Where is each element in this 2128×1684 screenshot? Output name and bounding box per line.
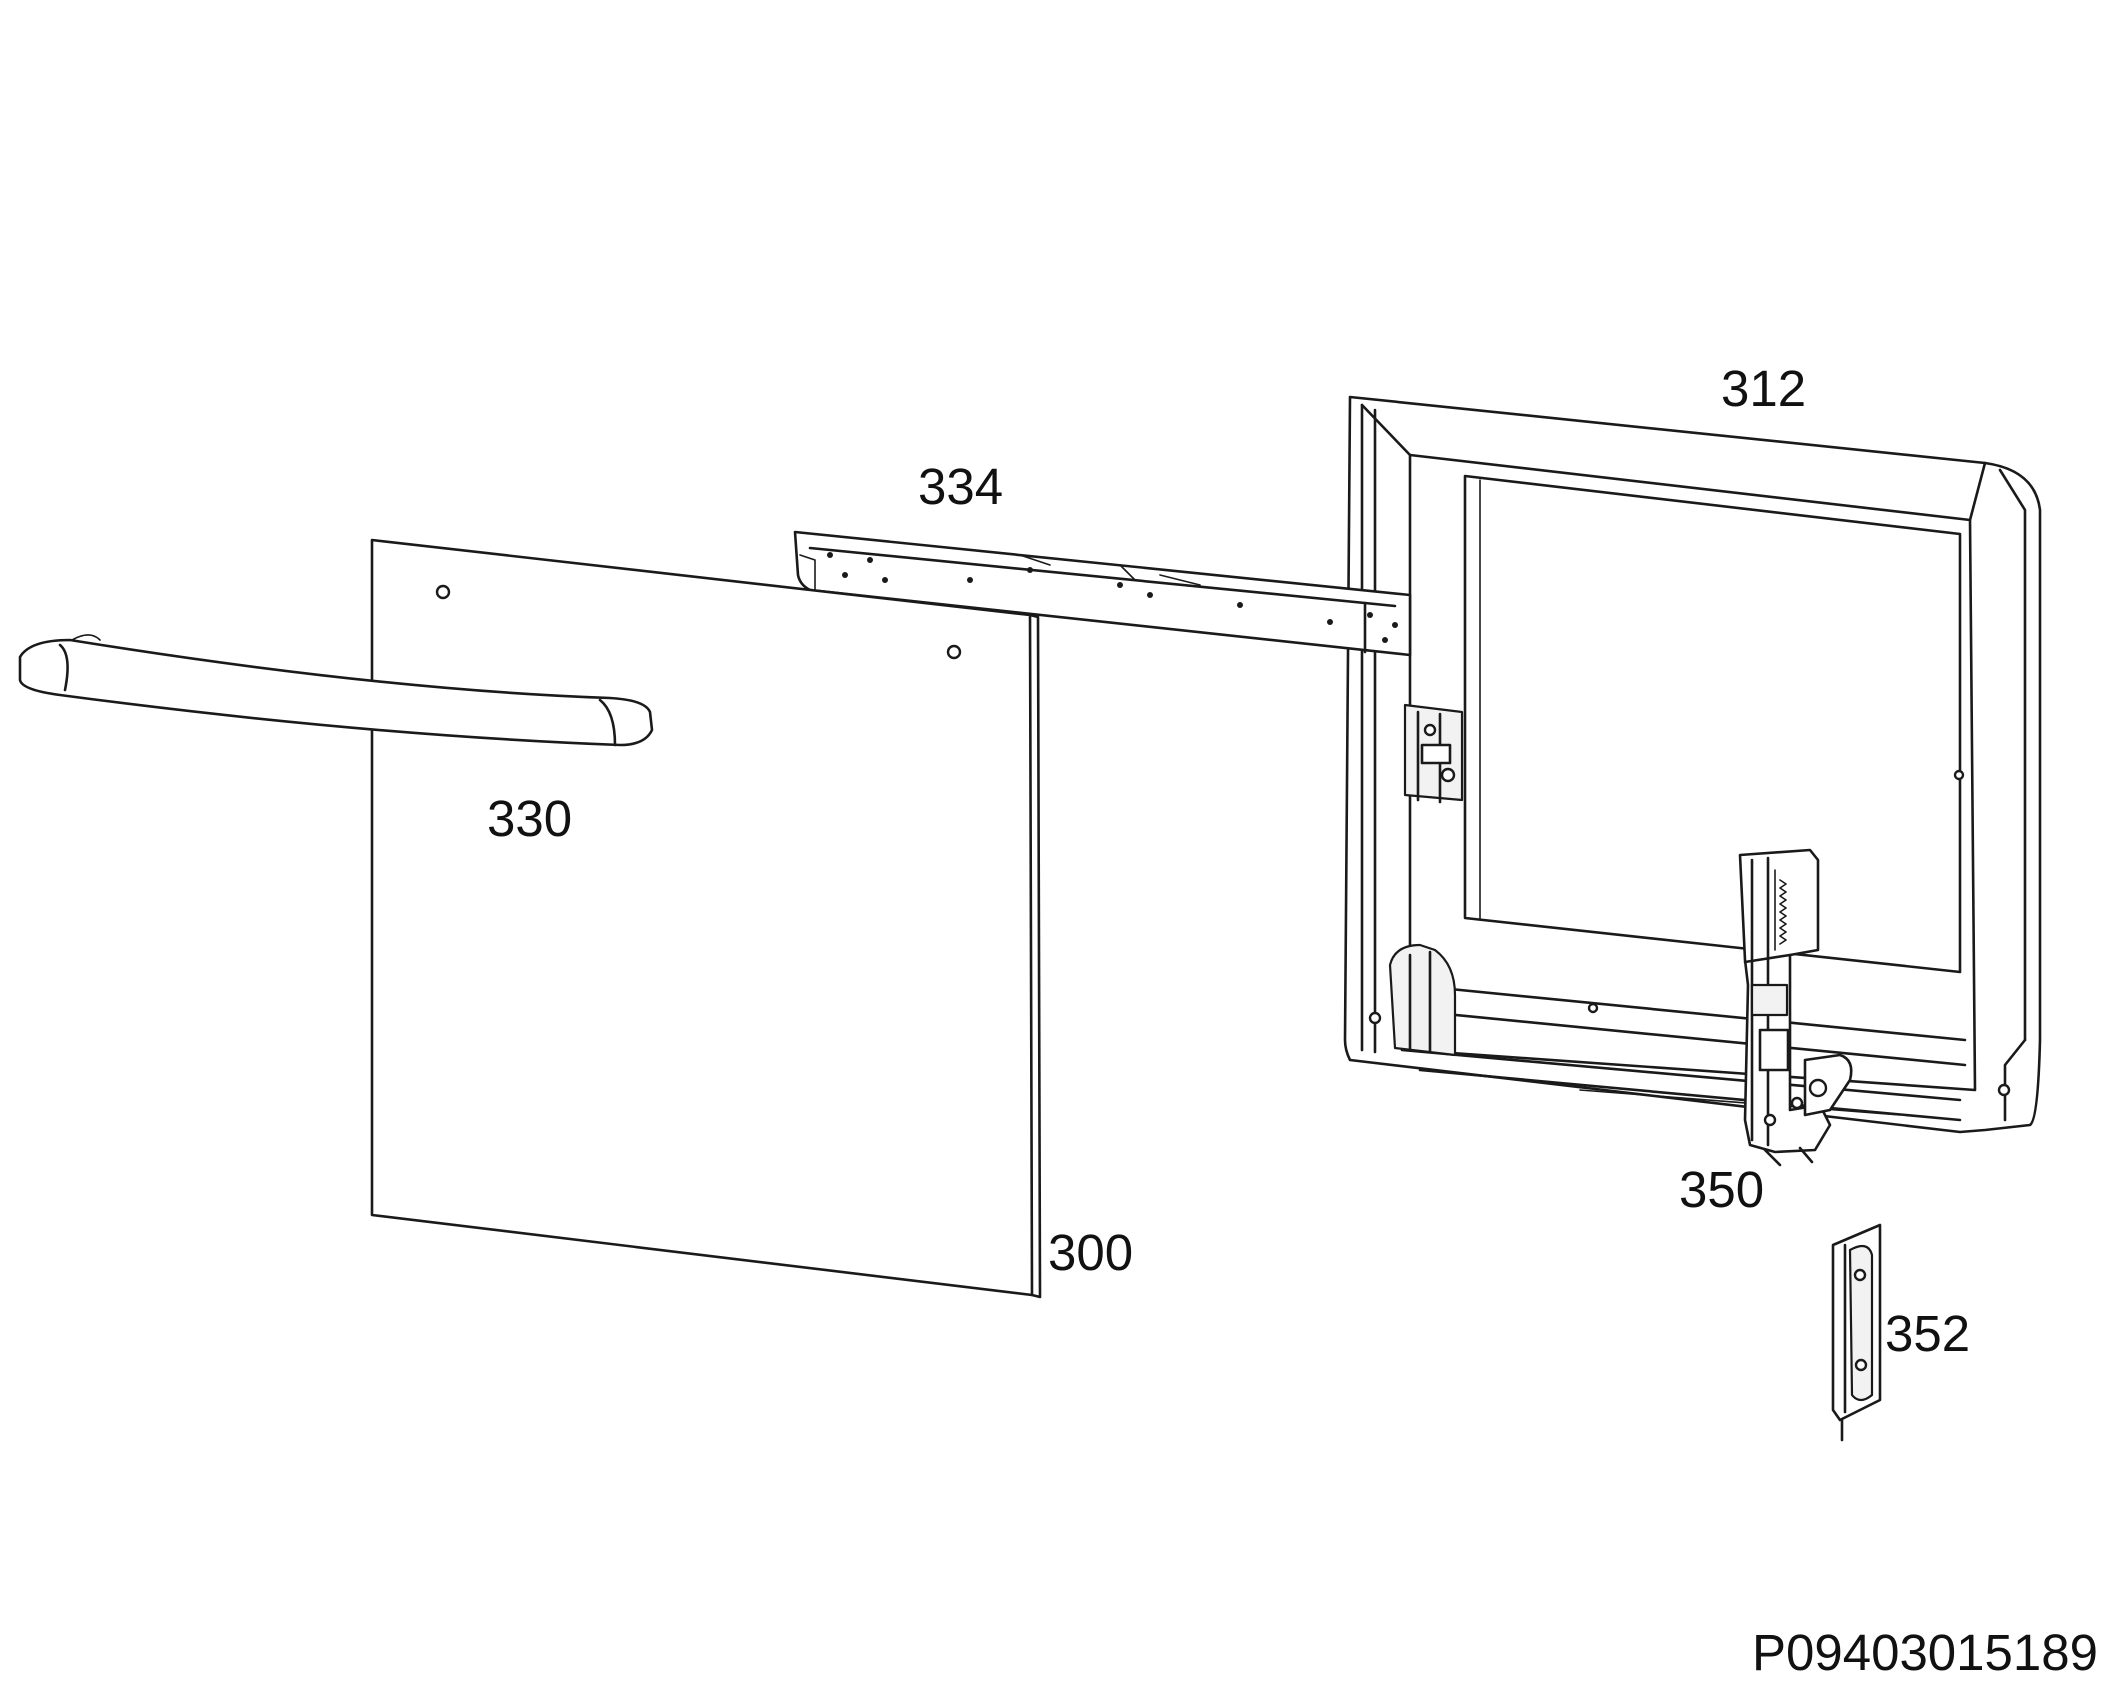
part-label-350: 350 (1679, 1161, 1764, 1218)
handle-part (18, 634, 654, 747)
part-label-352: 352 (1885, 1305, 1970, 1362)
part-label-330: 330 (487, 790, 572, 847)
diagram-reference-code: P09403015189 (1752, 1624, 2098, 1681)
part-label-300: 300 (1048, 1224, 1133, 1281)
part-label-312: 312 (1721, 360, 1806, 417)
part-label-334: 334 (918, 458, 1003, 515)
hinge-cover-part (1831, 1223, 1882, 1442)
hinge-part (1738, 848, 1853, 1167)
door-panel-part (370, 538, 1042, 1299)
inner-door-frame-part (1343, 395, 2042, 1134)
top-rail-part (793, 530, 1412, 657)
